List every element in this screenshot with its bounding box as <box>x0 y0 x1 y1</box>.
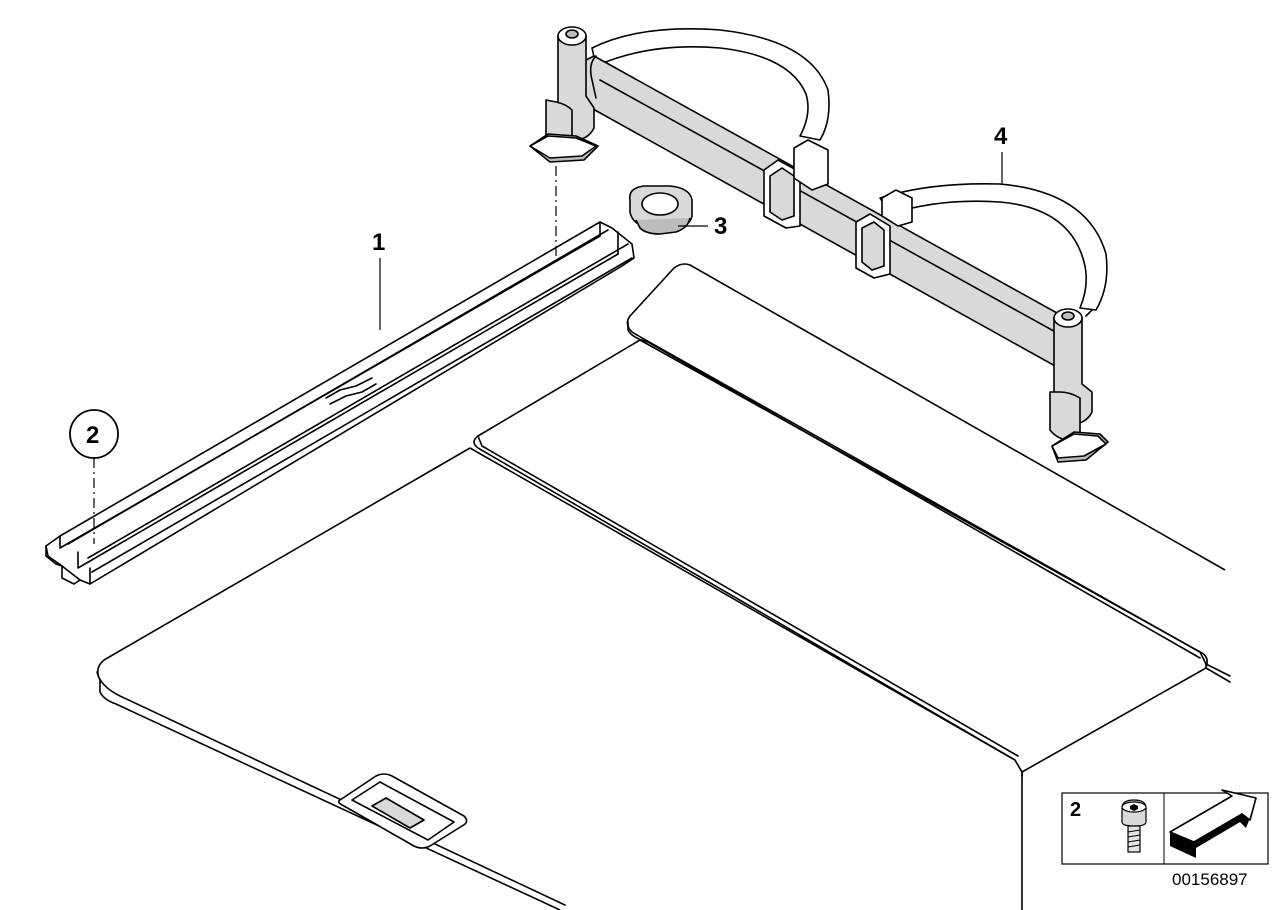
callout-3[interactable]: 3 <box>678 213 727 240</box>
floor-panels <box>96 263 1231 910</box>
callout-1-label: 1 <box>372 229 385 256</box>
callout-4[interactable]: 4 <box>994 123 1008 184</box>
callout-2[interactable]: 2 <box>69 409 119 544</box>
direction-arrow-icon <box>1169 789 1257 858</box>
callout-1[interactable]: 1 <box>372 229 385 330</box>
legend-part-number: 2 <box>1070 799 1081 821</box>
legend-box: 2 <box>1061 789 1269 865</box>
callout-4-label: 4 <box>994 123 1008 150</box>
slide-nut[interactable] <box>628 185 693 235</box>
screw-icon <box>1121 799 1147 853</box>
callout-2-label: 2 <box>86 422 99 449</box>
floor-handle[interactable] <box>337 773 468 849</box>
catalog-number: 00156897 <box>1172 870 1248 889</box>
floor-panel-rear <box>626 263 1226 659</box>
rail-track[interactable] <box>45 221 635 585</box>
strap-assembly[interactable] <box>529 26 1109 463</box>
callout-3-label: 3 <box>714 213 727 240</box>
floor-panel-middle <box>473 339 1231 773</box>
